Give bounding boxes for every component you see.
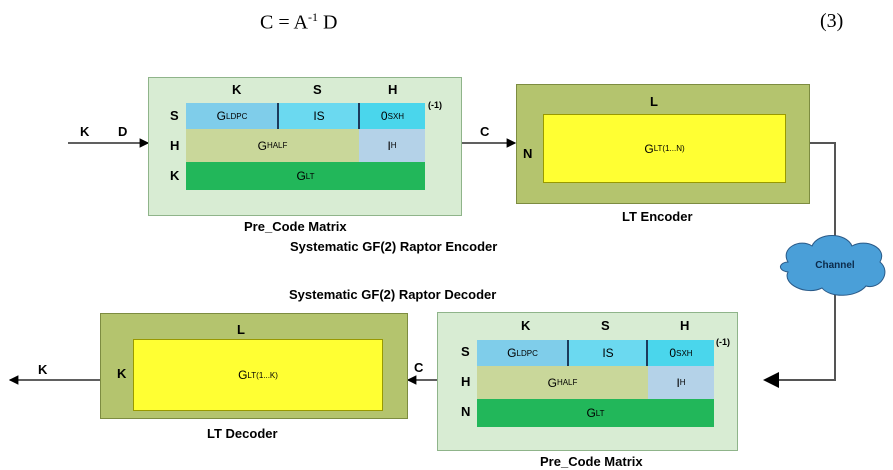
lt-encoder-col-label: L bbox=[650, 94, 658, 109]
decoder-precode-caption: Pre_Code Matrix bbox=[540, 454, 643, 469]
decoder-row-label-h: H bbox=[461, 374, 471, 389]
equation-rhs: D bbox=[317, 11, 338, 34]
decoder-col-label-s: S bbox=[601, 318, 610, 333]
equation-number: (3) bbox=[820, 10, 844, 32]
decoder-divider-2 bbox=[646, 340, 648, 366]
decoder-row-label-s: S bbox=[461, 344, 470, 359]
decoder-cell-is: IS bbox=[569, 340, 647, 366]
encoder-col-label-h: H bbox=[388, 82, 398, 97]
lt-encoder-caption: LT Encoder bbox=[622, 209, 693, 224]
decoder-output-c: C bbox=[414, 360, 424, 375]
lt-decoder-col-label: L bbox=[237, 322, 245, 337]
decoder-title: Systematic GF(2) Raptor Decoder bbox=[289, 287, 497, 302]
decoder-col-label-h: H bbox=[680, 318, 690, 333]
channel-cloud bbox=[780, 235, 886, 296]
encoder-divider-2 bbox=[358, 103, 360, 129]
encoder-col-label-k: K bbox=[232, 82, 242, 97]
encoder-title: Systematic GF(2) Raptor Encoder bbox=[290, 239, 498, 254]
channel-to-decoder-line bbox=[763, 287, 836, 388]
encoder-divider-1 bbox=[277, 103, 279, 129]
lt-decoder-row-label: K bbox=[117, 366, 127, 381]
lt-decoder-caption: LT Decoder bbox=[207, 426, 278, 441]
encoder-inverse-label: (-1) bbox=[428, 100, 442, 110]
encoder-col-label-s: S bbox=[313, 82, 322, 97]
equation-lhs: C = A bbox=[260, 11, 308, 34]
encoder-input-d: D bbox=[118, 124, 128, 139]
encoder-output-c: C bbox=[480, 124, 490, 139]
encoder-row-label-h: H bbox=[170, 138, 180, 153]
decoder-divider-1 bbox=[567, 340, 569, 366]
lt-to-channel-line bbox=[808, 142, 836, 237]
encoder-cell-is: IS bbox=[279, 103, 359, 129]
decoder-row-label-n: N bbox=[461, 404, 471, 419]
lt-encoder-row-label: N bbox=[523, 146, 533, 161]
channel-label: Channel bbox=[815, 260, 855, 271]
decoder-col-label-k: K bbox=[521, 318, 531, 333]
decoder-output-k: K bbox=[38, 362, 48, 377]
encoder-precode-caption: Pre_Code Matrix bbox=[244, 219, 347, 234]
equation: C = A-1 D bbox=[260, 10, 337, 35]
encoder-row-label-k: K bbox=[170, 168, 180, 183]
encoder-input-k: K bbox=[80, 124, 90, 139]
equation-exponent: -1 bbox=[307, 10, 318, 24]
encoder-row-label-s: S bbox=[170, 108, 179, 123]
decoder-inverse-label: (-1) bbox=[716, 337, 730, 347]
